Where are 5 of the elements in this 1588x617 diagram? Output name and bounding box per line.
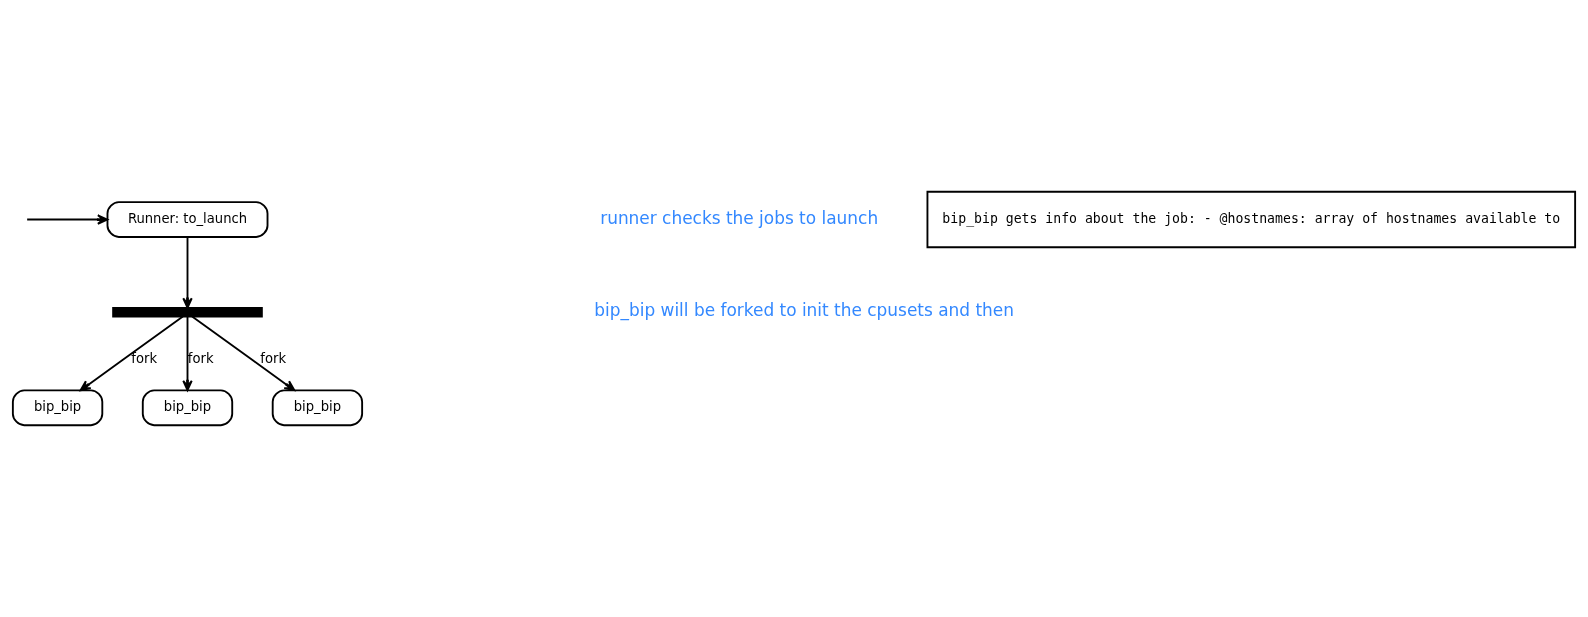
- edge-label: fork: [260, 351, 287, 367]
- edge-label: fork: [131, 351, 158, 367]
- label: runner checks the jobs to launch: [600, 207, 879, 228]
- label: bip_bip will be forked to init the cpusets and then: [594, 300, 1014, 321]
- edge-label: fork: [187, 351, 214, 367]
